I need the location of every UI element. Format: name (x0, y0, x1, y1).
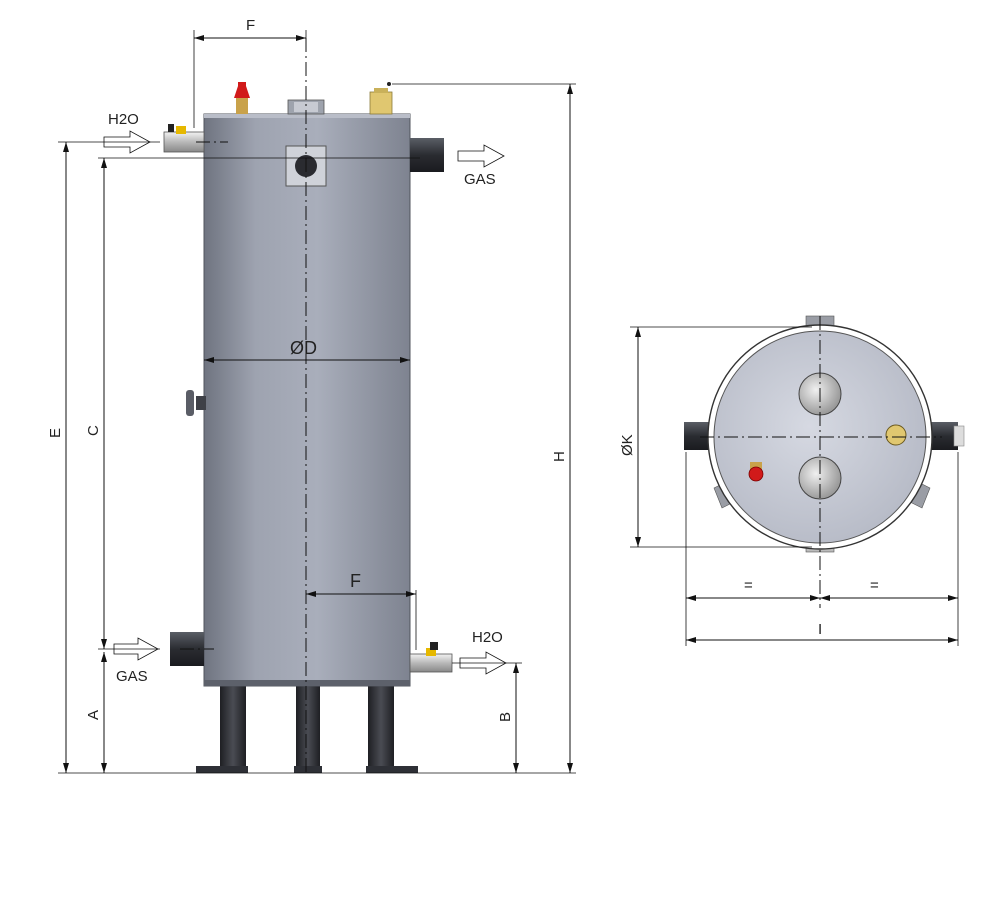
gas-out-arrow-icon (457, 144, 505, 168)
dim-i: I (818, 621, 822, 638)
dim-diameter-k: ØK (619, 434, 636, 456)
tank-body (203, 113, 411, 687)
side-gauge-icon (186, 390, 206, 416)
top-view: ØK = = I (619, 315, 965, 646)
safety-valve-icon (234, 82, 250, 114)
top-view-safety-valve-icon (748, 462, 764, 482)
label-gas-bottom: GAS (116, 668, 148, 685)
dim-f-top: F (246, 17, 255, 34)
label-h2o-top: H2O (108, 111, 139, 128)
side-view: H2O GAS GAS H2O F ØD F E (47, 17, 576, 775)
h2o-in-arrow-icon (103, 130, 151, 154)
dim-c: C (85, 425, 102, 436)
gas-in-arrow-icon (113, 637, 159, 661)
tank-legs (196, 686, 418, 773)
dim-equal-right: = (870, 577, 879, 594)
dim-b: B (497, 712, 514, 722)
dim-equal-left: = (744, 577, 753, 594)
dim-diameter-d: ØD (290, 338, 317, 358)
dim-f-bottom: F (350, 571, 361, 591)
air-vent-icon (369, 82, 393, 115)
dim-e: E (47, 428, 64, 438)
h2o-inlet-valve-icon (163, 124, 205, 153)
label-gas-top: GAS (464, 171, 496, 188)
label-h2o-bottom: H2O (472, 629, 503, 646)
top-view-right-nozzle-icon (928, 422, 958, 450)
top-view-air-vent-icon (885, 424, 907, 446)
dim-h: H (551, 451, 568, 462)
dim-a: A (85, 710, 102, 720)
gas-outlet-nozzle-icon (410, 138, 444, 172)
h2o-out-arrow-icon (459, 651, 507, 675)
